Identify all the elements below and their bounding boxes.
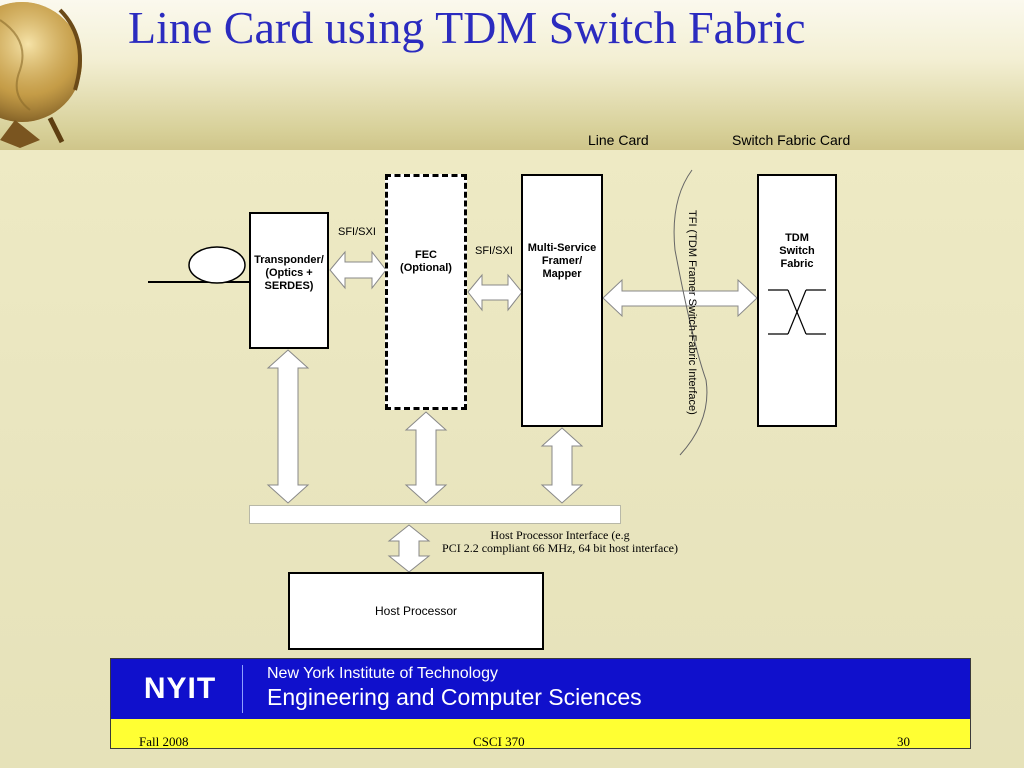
sfi-sxi-label-2: SFI/SXI [475,245,513,257]
host-interface-note: Host Processor Interface (e.g PCI 2.2 co… [420,529,700,555]
transponder-block: Transponder/ (Optics + SERDES) [249,212,329,349]
sfi-sxi-label-1: SFI/SXI [338,226,376,238]
department-name: Engineering and Computer Sciences [267,684,642,710]
transponder-line-1: Transponder/ [254,254,324,266]
framer-block: Multi-Service Framer/ Mapper [521,174,603,427]
tdm-line-1: TDM [785,232,809,244]
line-card-label: Line Card [588,132,649,148]
framer-line-3: Mapper [542,268,582,280]
host-interface-line-1: Host Processor Interface (e.g [490,528,630,542]
slide-title: Line Card using TDM Switch Fabric [128,2,806,53]
title-band [0,0,1024,150]
tdm-line-2: Switch [779,245,815,257]
crossbar-icon [768,289,826,335]
framer-line-2: Framer/ [541,255,583,267]
host-processor-label: Host Processor [374,603,458,618]
footer-course: CSCI 370 [473,734,525,749]
host-bus-bar [249,505,621,524]
footer-banner: NYIT New York Institute of Technology En… [111,659,970,719]
page-number: 30 [897,734,910,749]
nyit-logo: NYIT [125,671,235,707]
sfi-arrow-2 [467,273,523,312]
institute-name: New York Institute of Technology [267,665,498,682]
host-interface-line-2: PCI 2.2 compliant 66 MHz, 64 bit host in… [442,541,678,555]
block-diagram [148,169,758,573]
fec-block: FEC (Optional) [385,174,467,410]
transponder-line-3: SERDES) [264,280,314,292]
tdm-switch-block: TDM Switch Fabric [757,174,837,427]
framer-line-1: Multi-Service [527,242,597,254]
transponder-host-arrow [266,349,310,504]
switch-fabric-card-label: Switch Fabric Card [732,132,851,148]
footer-term: Fall 2008 [139,734,189,749]
tdm-line-3: Fabric [780,258,814,270]
card-boundary-curve [673,169,708,456]
host-processor-block: Host Processor [288,572,544,650]
globe-icon [0,2,82,148]
sfi-arrow-1 [329,250,387,290]
tfi-label: TFI (TDM Framer Switch-Fabric Interface) [686,210,698,415]
transponder-line-2: (Optics + [265,267,313,279]
fec-line-1: FEC [415,249,437,261]
framer-host-arrow [540,427,584,504]
fec-line-2: (Optional) [400,262,452,274]
optical-connector-icon [188,246,246,284]
tfi-arrow [602,278,758,318]
logo-text: NYIT [143,672,217,705]
footer: NYIT New York Institute of Technology En… [110,658,971,749]
fec-host-arrow [404,411,448,504]
footer-divider [242,665,243,713]
